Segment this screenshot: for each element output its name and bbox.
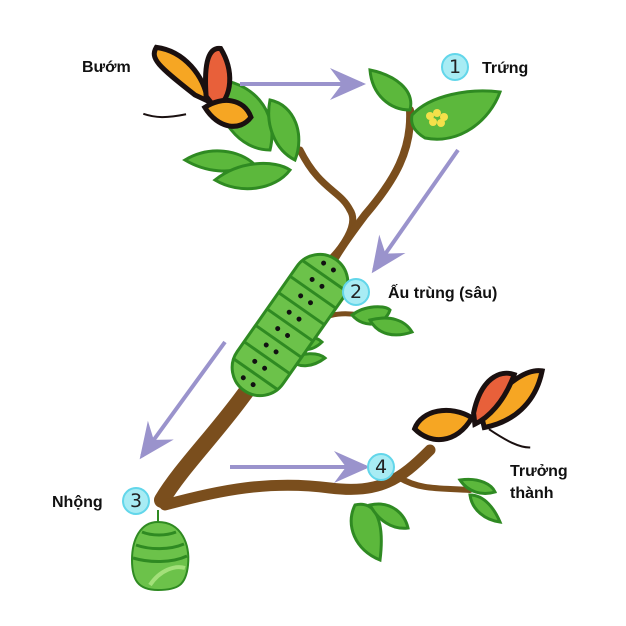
arrow-larva-to-pupa: [139, 340, 227, 460]
stage-label-egg: Trứng: [482, 60, 529, 77]
chrysalis-icon: [130, 510, 190, 592]
eggs-on-leaf-icon: [426, 109, 448, 127]
stage-label-larva: Ấu trùng (sâu): [388, 285, 498, 302]
butterfly-icon: [411, 368, 546, 449]
start-label: Bướm: [82, 59, 131, 76]
caterpillar-icon: [230, 252, 350, 398]
butterfly-icon: [142, 44, 254, 129]
stage-badge-4: 4: [367, 453, 395, 481]
stage-badge-2: 2: [342, 278, 370, 306]
leaf-cluster-top-right: [368, 68, 503, 141]
stage-label-pupa: Nhộng: [52, 494, 103, 511]
stage-badge-1: 1: [441, 53, 469, 81]
stage-label-adult-line1: Trưởng: [510, 463, 568, 480]
stage-label-adult-line2: thành: [510, 485, 554, 502]
stage-badge-3: 3: [122, 487, 150, 515]
cycle-arrows: [139, 68, 460, 483]
leaf-cluster-bottom-right: [349, 477, 503, 563]
arrow-egg-to-larva: [371, 148, 460, 274]
